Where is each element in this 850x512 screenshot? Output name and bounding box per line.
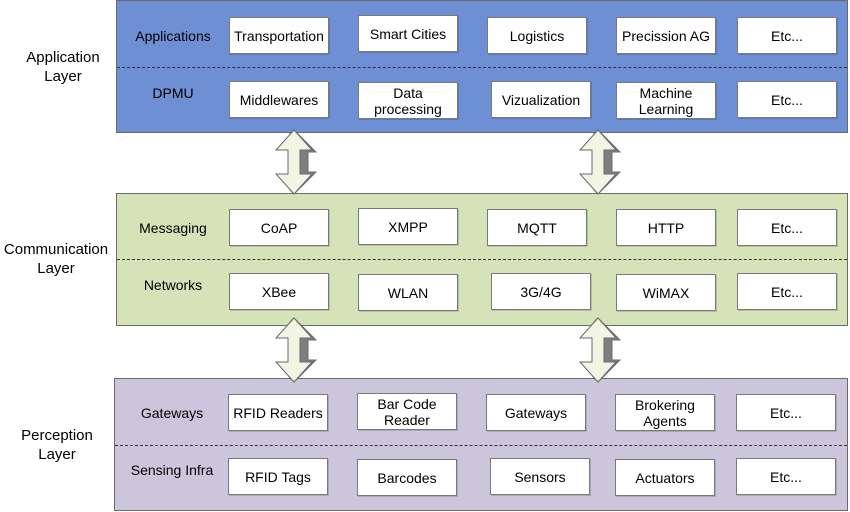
communication-layer-divider bbox=[117, 259, 847, 260]
item-box-rfid-readers: RFID Readers bbox=[228, 394, 328, 431]
item-box-logistics: Logistics bbox=[487, 17, 587, 54]
layer-name-application: Application Layer bbox=[26, 49, 100, 85]
item-box-etc: Etc... bbox=[737, 17, 837, 54]
item-box-etc: Etc... bbox=[736, 458, 836, 495]
row-label-networks: Networks bbox=[143, 277, 203, 293]
bidirectional-arrow-comm-perc-right bbox=[578, 317, 622, 383]
bidirectional-arrow-app-comm-right bbox=[578, 129, 622, 195]
item-box-brokering-agents: Brokering Agents bbox=[615, 394, 715, 431]
bidirectional-arrow-app-comm-left bbox=[274, 129, 318, 195]
item-box-http: HTTP bbox=[616, 209, 716, 246]
item-box-wimax: WiMAX bbox=[616, 274, 716, 311]
item-box-xmpp: XMPP bbox=[358, 208, 458, 245]
item-box-mqtt: MQTT bbox=[487, 209, 587, 246]
layer-name-communication: Communication Layer bbox=[3, 241, 109, 277]
item-box-barcodes: Barcodes bbox=[357, 459, 457, 496]
item-box-smart-cities: Smart Cities bbox=[358, 15, 458, 52]
item-box-wlan: WLAN bbox=[358, 274, 458, 311]
item-box-etc: Etc... bbox=[736, 394, 836, 431]
item-box-xbee: XBee bbox=[229, 273, 329, 310]
item-box-coap: CoAP bbox=[229, 209, 329, 246]
item-box-bar-code-reader: Bar Code Reader bbox=[357, 393, 457, 430]
item-box-rfid-tags: RFID Tags bbox=[228, 458, 328, 495]
item-box-vizualization: Vizualization bbox=[491, 81, 591, 118]
communication-layer-band: Messaging Networks CoAP XMPP MQTT HTTP E… bbox=[116, 193, 848, 326]
item-box-middlewares: Middlewares bbox=[229, 81, 329, 118]
item-box-etc: Etc... bbox=[737, 273, 837, 310]
item-box-machine-learning: Machine Learning bbox=[616, 82, 716, 119]
item-box-etc: Etc... bbox=[737, 209, 837, 246]
application-layer-band: Applications DPMU Transportation Smart C… bbox=[116, 0, 848, 133]
item-box-etc: Etc... bbox=[737, 81, 837, 118]
item-box-transportation: Transportation bbox=[229, 17, 329, 54]
item-box-sensors: Sensors bbox=[490, 458, 590, 495]
perception-layer-band: Gateways Sensing Infra RFID Readers Bar … bbox=[114, 378, 848, 511]
layer-name-perception: Perception Layer bbox=[21, 427, 93, 463]
row-label-applications: Applications bbox=[135, 28, 211, 44]
bidirectional-arrow-comm-perc-left bbox=[274, 317, 318, 383]
item-box-3g-4g: 3G/4G bbox=[491, 273, 591, 310]
application-layer-divider bbox=[117, 67, 847, 68]
item-box-precission-ag: Precission AG bbox=[616, 17, 716, 54]
item-box-data-processing: Data processing bbox=[358, 82, 458, 119]
row-label-gateways: Gateways bbox=[140, 405, 204, 421]
row-label-dpmu: DPMU bbox=[152, 85, 194, 101]
item-box-actuators: Actuators bbox=[615, 459, 715, 496]
perception-layer-divider bbox=[115, 445, 847, 446]
row-label-sensing-infra: Sensing Infra bbox=[130, 462, 214, 478]
item-box-gateways: Gateways bbox=[486, 394, 586, 431]
row-label-messaging: Messaging bbox=[139, 220, 207, 236]
